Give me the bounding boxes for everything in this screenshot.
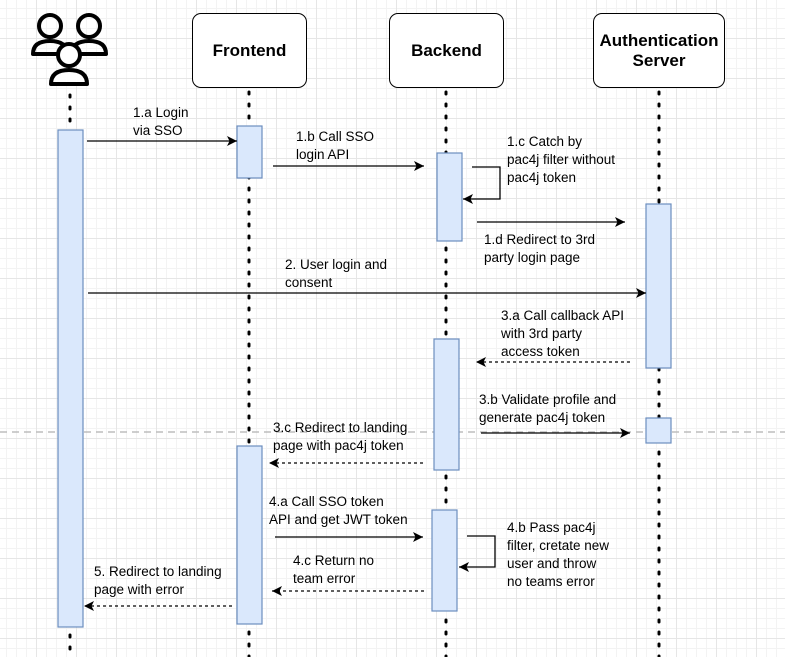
activation-backend-1 bbox=[436, 152, 463, 242]
participant-auth-server-label: Authentication Server bbox=[599, 30, 719, 70]
activation-users bbox=[57, 129, 84, 628]
activation-frontend-1 bbox=[236, 125, 263, 179]
participant-auth-server: Authentication Server bbox=[593, 13, 725, 88]
activation-backend-2 bbox=[433, 338, 460, 471]
participant-backend: Backend bbox=[389, 13, 504, 88]
participant-frontend-label: Frontend bbox=[212, 40, 287, 60]
participant-frontend: Frontend bbox=[192, 13, 307, 88]
activation-frontend-2 bbox=[236, 445, 263, 625]
activation-backend-3 bbox=[431, 509, 458, 612]
arrow-4b-self bbox=[459, 535, 496, 572]
activation-auth-2 bbox=[645, 417, 672, 444]
users-icon bbox=[31, 13, 108, 86]
arrow-1c-self bbox=[463, 166, 501, 204]
participant-backend-label: Backend bbox=[411, 40, 482, 60]
activation-auth-1 bbox=[645, 203, 672, 369]
